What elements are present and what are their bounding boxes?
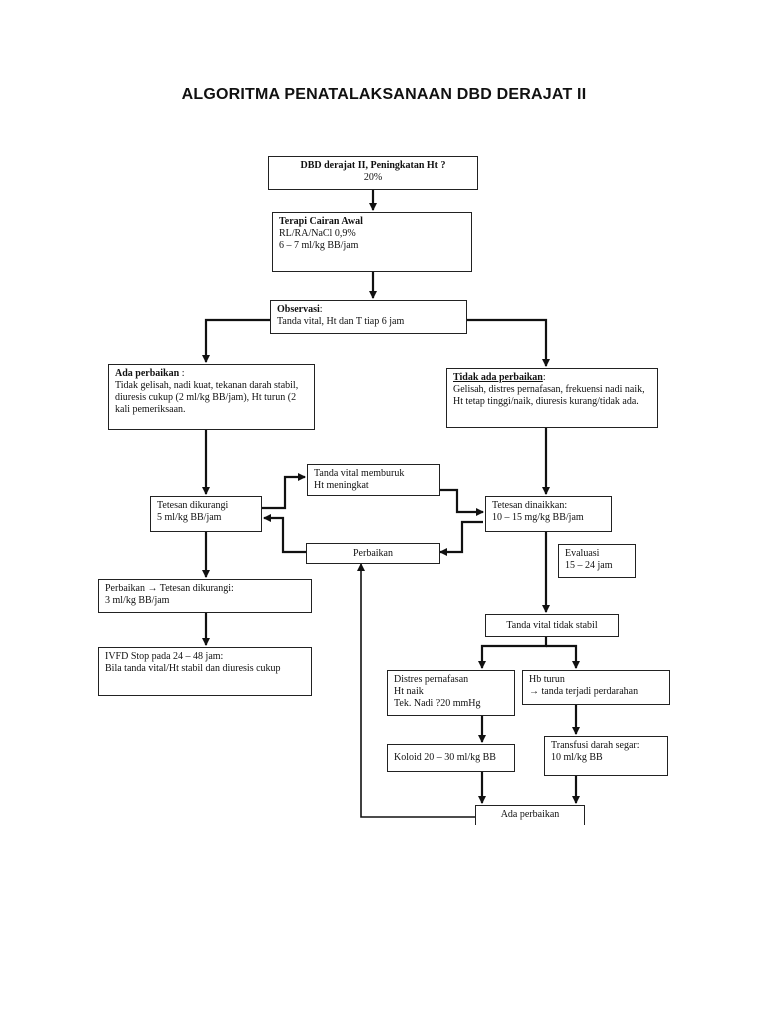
node-koloid-text: Koloid 20 – 30 ml/kg BB [394,752,496,763]
node-tetesan-dinaikkan: Tetesan dinaikkan: 10 – 15 mg/kg BB/jam [485,496,612,532]
node-observasi-text: Tanda vital, Ht dan T tiap 6 jam [277,316,405,327]
node-koloid: Koloid 20 – 30 ml/kg BB [387,744,515,772]
arrow-dikurangi-memburuk [262,473,306,510]
node-memburuk-line1: Tanda vital memburuk [314,468,405,479]
node-tidak-heading: Tidak ada perbaikan [453,372,543,383]
node-dikurangi-line1: Tetesan dikurangi [157,500,229,511]
node-distres-line1: Distres pernafasan [394,674,469,685]
node-perbaikan-tetesan-line1: Perbaikan → Tetesan dikurangi: [105,583,234,594]
page-title: ALGORITMA PENATALAKSANAAN DBD DERAJAT II [181,86,587,103]
node-terapi-line2: 6 – 7 ml/kg BB/jam [279,240,359,251]
node-evaluasi-line2: 15 – 24 jam [565,560,613,571]
node-ada-perbaikan-bottom: Ada perbaikan [475,805,585,825]
node-tidak-stabil-text: Tanda vital tidak stabil [506,620,598,631]
node-ivfd-stop: IVFD Stop pada 24 – 48 jam: Bila tanda v… [98,647,312,696]
node-ivfd-line2: Bila tanda vital/Ht stabil dan diuresis … [105,663,281,674]
node-terapi-cairan-awal: Terapi Cairan Awal RL/RA/NaCl 0,9% 6 – 7… [272,212,472,272]
node-memburuk-line2: Ht meningkat [314,480,369,491]
node-hb-line1: Hb turun [529,674,565,685]
node-distres-line2: Ht naik [394,686,424,697]
node-transfusi-line2: 10 ml/kg BB [551,752,603,763]
node-tanda-vital-memburuk: Tanda vital memburuk Ht meningkat [307,464,440,496]
arrow-tidak-stabil-hb [546,644,580,669]
node-terapi-heading: Terapi Cairan Awal [279,216,363,227]
arrow-tidak-stabil-distres [478,637,548,669]
node-dinaikkan-line2: 10 – 15 mg/kg BB/jam [492,512,584,523]
node-tidak-ada-perbaikan: Tidak ada perbaikan: Gelisah, distres pe… [446,368,658,428]
node-transfusi-darah-segar: Transfusi darah segar: 10 ml/kg BB [544,736,668,776]
arrow-observasi-tidak-ada [467,318,550,367]
node-evaluasi-line1: Evaluasi [565,548,600,559]
node-ada-perbaikan: Ada perbaikan : Tidak gelisah, nadi kuat… [108,364,315,430]
node-distres-line3: Tek. Nadi ?20 mmHg [394,698,481,709]
arrow-perbaikan-dikurangi [263,514,306,554]
node-ivfd-line1: IVFD Stop pada 24 – 48 jam: [105,651,224,662]
node-ada-text: Tidak gelisah, nadi kuat, tekanan darah … [115,380,299,415]
node-dinaikkan-line1: Tetesan dinaikkan: [492,500,568,511]
node-transfusi-line1: Transfusi darah segar: [551,740,640,751]
node-dbd-derajat-ii: DBD derajat II, Peningkatan Ht ? 20% [268,156,478,190]
arrow-dinaikkan-perbaikan [439,520,483,556]
node-hb-turun: Hb turun → tanda terjadi perdarahan [522,670,670,705]
node-perbaikan-tetesan-line2: 3 ml/kg BB/jam [105,595,170,606]
node-terapi-line1: RL/RA/NaCl 0,9% [279,228,356,239]
node-perbaikan-text: Perbaikan [353,548,393,559]
node-ada-bottom-text: Ada perbaikan [500,809,560,820]
node-perbaikan-tetesan-dikurangi: Perbaikan → Tetesan dikurangi: 3 ml/kg B… [98,579,312,613]
node-tidak-text: Gelisah, distres pernafasan, frekuensi n… [453,384,645,407]
node-start-line2: 20% [363,172,383,183]
node-distres-pernafasan: Distres pernafasan Ht naik Tek. Nadi ?20… [387,670,515,716]
node-observasi: Observasi: Tanda vital, Ht dan T tiap 6 … [270,300,467,334]
node-evaluasi: Evaluasi 15 – 24 jam [558,544,636,578]
arrow-observasi-ada-perbaikan [202,318,270,363]
node-tetesan-dikurangi: Tetesan dikurangi 5 ml/kg BB/jam [150,496,262,532]
node-ada-heading: Ada perbaikan [115,368,180,379]
arrow-memburuk-dinaikkan [440,488,484,516]
node-observasi-heading: Observasi [277,304,320,315]
node-tanda-vital-tidak-stabil: Tanda vital tidak stabil [485,614,619,637]
node-dikurangi-line2: 5 ml/kg BB/jam [157,512,222,523]
arrow-ada-bottom-perbaikan [357,563,475,818]
node-start-line1: DBD derajat II, Peningkatan Ht ? [300,160,446,171]
node-hb-line2: → tanda terjadi perdarahan [529,686,639,697]
node-perbaikan: Perbaikan [306,543,440,564]
